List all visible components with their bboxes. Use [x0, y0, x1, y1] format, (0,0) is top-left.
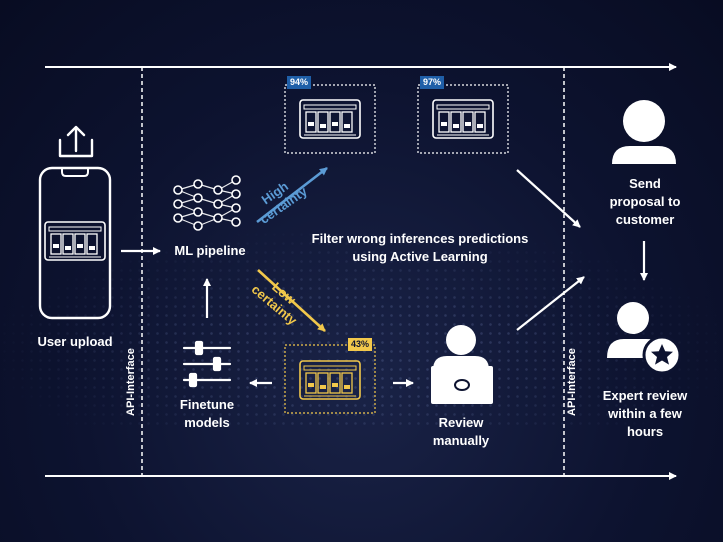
- badge-43: 43%: [350, 339, 369, 349]
- arrow-to-api-right-top: [516, 169, 581, 228]
- customer-person-icon: [612, 100, 676, 164]
- neural-network-icon: [173, 175, 241, 231]
- smartphone-icon: [38, 166, 112, 320]
- laptop-icon: [431, 366, 493, 404]
- upload-icon: [58, 125, 94, 158]
- badge-97: 97%: [422, 77, 441, 87]
- user-upload-label: User upload: [37, 334, 113, 349]
- api-interface-left: API-Interface: [125, 348, 137, 416]
- send-proposal-label: Send proposal to customer: [609, 176, 681, 227]
- badge-97-bg: [420, 76, 444, 89]
- model-box-94: [284, 84, 376, 154]
- arrow-review-to-api: [516, 276, 585, 331]
- low-certainty-arrow: [257, 269, 326, 332]
- badge-43-bg: [348, 338, 372, 351]
- high-certainty-arrow: [256, 166, 328, 224]
- model-box-43: [284, 344, 376, 414]
- ml-pipeline-label: ML pipeline: [174, 243, 246, 258]
- filter-label: Filter wrong inferences predictions usin…: [311, 231, 529, 264]
- api-interface-right: API-Interface: [566, 348, 578, 416]
- expert-star-icon: [607, 302, 682, 375]
- reviewer-person-icon: [433, 325, 489, 370]
- model-box-97: [417, 84, 509, 154]
- dot-background: [0, 230, 723, 430]
- badge-94: 94%: [289, 77, 308, 87]
- finetune-label: Finetune models: [179, 397, 235, 430]
- badge-94-bg: [287, 76, 311, 89]
- sliders-icon: [182, 340, 232, 388]
- expert-review-label: Expert review within a few hours: [602, 388, 688, 439]
- review-label: Review manually: [432, 415, 490, 448]
